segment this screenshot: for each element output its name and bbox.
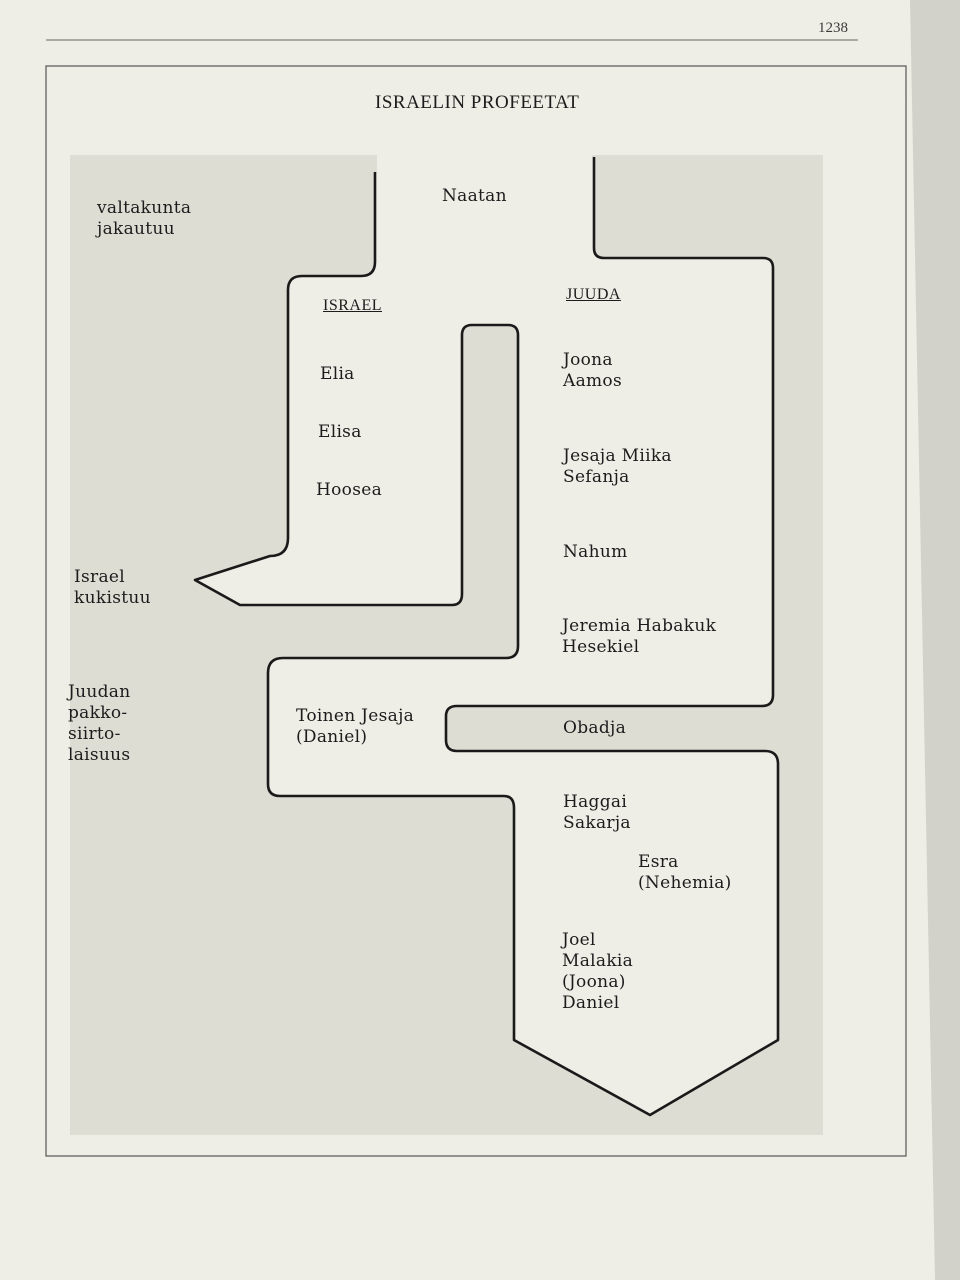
label-israel-fall: Israel kukistuu bbox=[74, 567, 151, 608]
diagram-title: ISRAELIN PROFEETAT bbox=[375, 92, 580, 113]
prophet-nahum: Nahum bbox=[563, 542, 628, 562]
israel-branch-shape bbox=[193, 157, 780, 1117]
prophets-haggai-sakarja: Haggai Sakarja bbox=[563, 792, 631, 833]
prophet-obadja: Obadja bbox=[563, 718, 627, 738]
prophet-elisa: Elisa bbox=[318, 422, 362, 442]
prophets-joona-aamos: Joona Aamos bbox=[563, 350, 622, 391]
prophet-naatan: Naatan bbox=[442, 186, 507, 206]
prophets-jesaja-miika-sefanja: Jesaja Miika Sefanja bbox=[563, 446, 672, 487]
label-kingdom-divided: valtakunta jakautuu bbox=[97, 198, 192, 239]
header-israel: ISRAEL bbox=[323, 297, 382, 314]
prophet-hoosea: Hoosea bbox=[316, 480, 383, 500]
header-juuda: JUUDA bbox=[566, 286, 621, 303]
prophets-jeremia-habakuk-hesekiel: Jeremia Habakuk Hesekiel bbox=[562, 616, 717, 657]
prophets-toinen-jesaja: Toinen Jesaja (Daniel) bbox=[296, 706, 415, 747]
prophets-joel-malakia-joona-daniel: Joel Malakia (Joona) Daniel bbox=[562, 930, 634, 1013]
prophets-esra-nehemia: Esra (Nehemia) bbox=[638, 852, 732, 893]
page-frame bbox=[45, 65, 907, 1157]
label-judah-exile: Juudan pakko- siirto- laisuus bbox=[68, 682, 131, 765]
page-number: 1238 bbox=[818, 20, 848, 36]
prophet-elia: Elia bbox=[320, 364, 355, 384]
